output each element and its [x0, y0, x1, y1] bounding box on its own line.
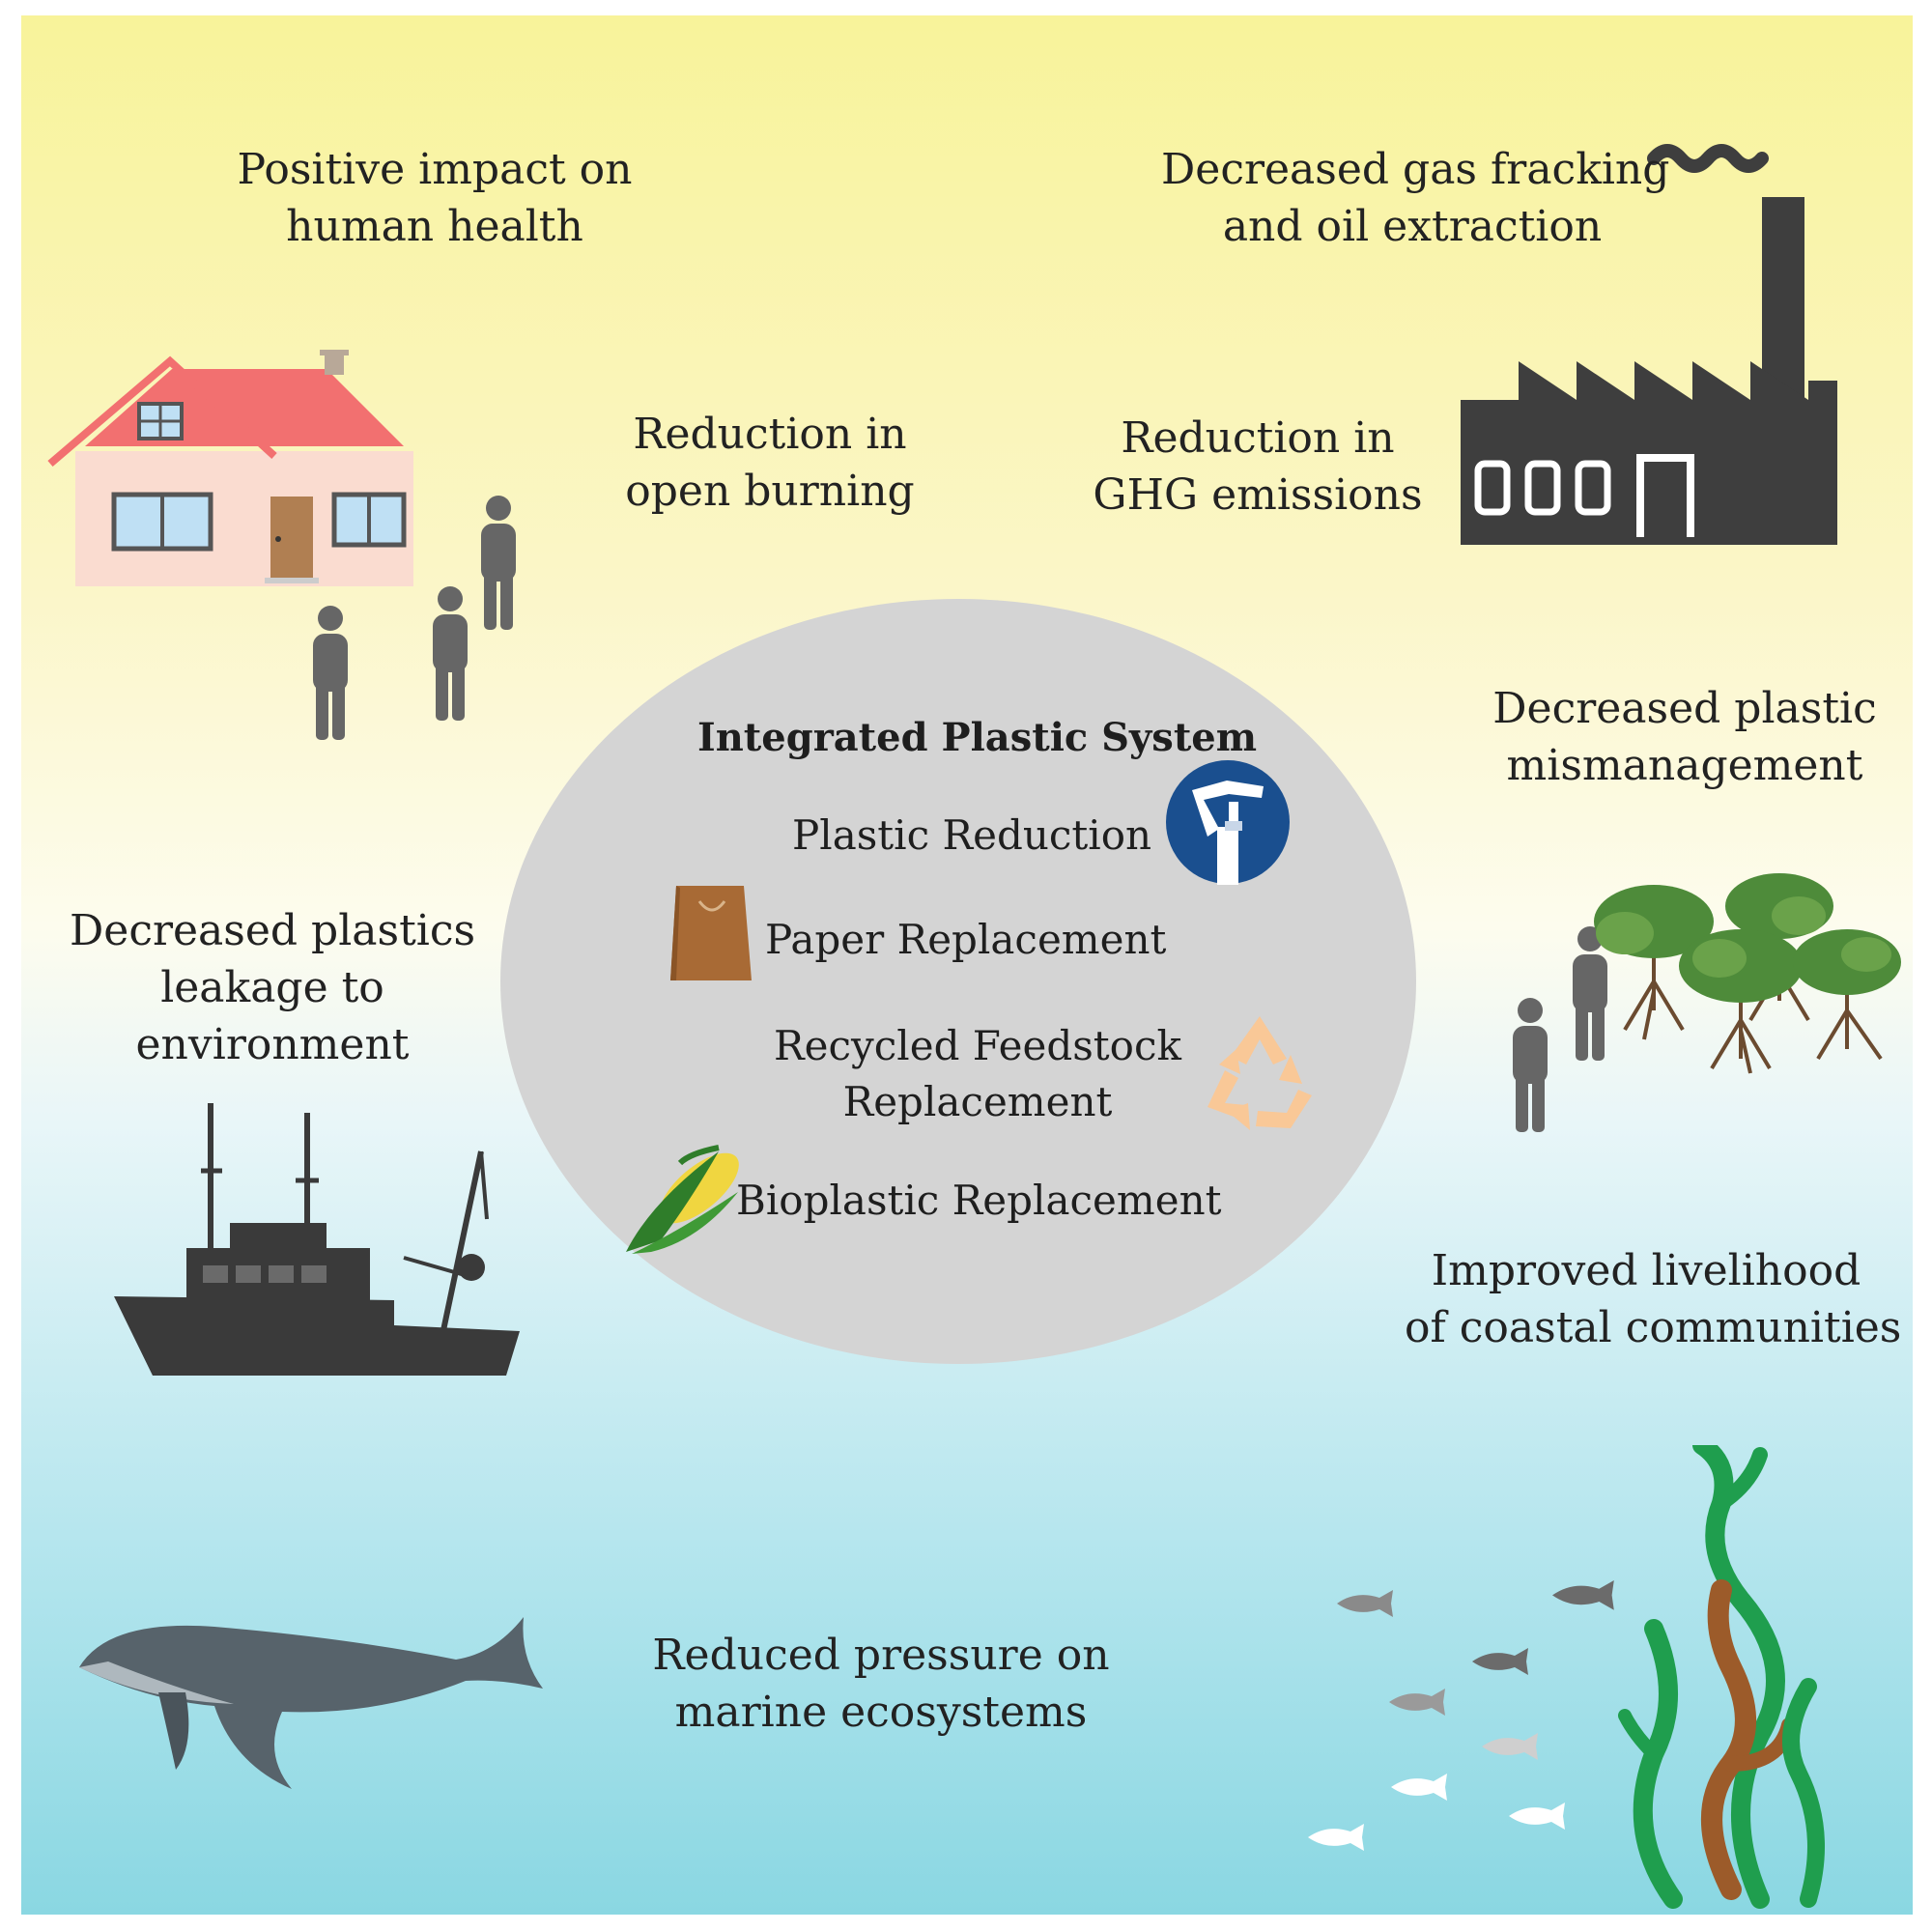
label-livelihood: Improved livelihood of coastal communiti… — [1405, 1246, 1902, 1352]
label-marine: Reduced pressure on marine ecosystems — [652, 1631, 1110, 1737]
fish-school-icon — [1308, 1580, 1614, 1851]
center-recycled-feedstock: Recycled Feedstock Replacement — [774, 1022, 1181, 1125]
center-paper-replacement: Paper Replacement — [765, 916, 1167, 963]
label-ghg: Reduction in GHG emissions — [1093, 413, 1423, 520]
fishing-boat-icon — [114, 1103, 520, 1376]
label-human-health: Positive impact on human health — [237, 145, 633, 251]
mangrove-icon — [1513, 873, 1901, 1132]
factory-icon — [1461, 144, 1837, 545]
label-leakage: Decreased plastics leakage to environmen… — [70, 906, 476, 1069]
infographic: Positive impact on human health Decrease… — [21, 15, 1913, 1915]
tap-icon — [1166, 760, 1290, 885]
house-icon — [47, 350, 413, 586]
label-fracking: Decreased gas fracking and oil extractio… — [1161, 145, 1670, 251]
center-bioplastic-replacement: Bioplastic Replacement — [736, 1177, 1222, 1224]
label-mismanagement: Decreased plastic mismanagement — [1492, 684, 1877, 790]
kelp-icon — [1618, 1445, 1825, 1909]
paper-bag-icon — [670, 886, 752, 980]
recycle-icon — [1208, 1016, 1312, 1130]
people-icon — [313, 496, 516, 740]
center-plastic-reduction: Plastic Reduction — [792, 811, 1152, 859]
corn-icon — [626, 1145, 739, 1254]
center-title: Integrated Plastic System — [697, 715, 1258, 760]
label-open-burning: Reduction in open burning — [625, 410, 915, 516]
whale-icon — [79, 1617, 543, 1789]
